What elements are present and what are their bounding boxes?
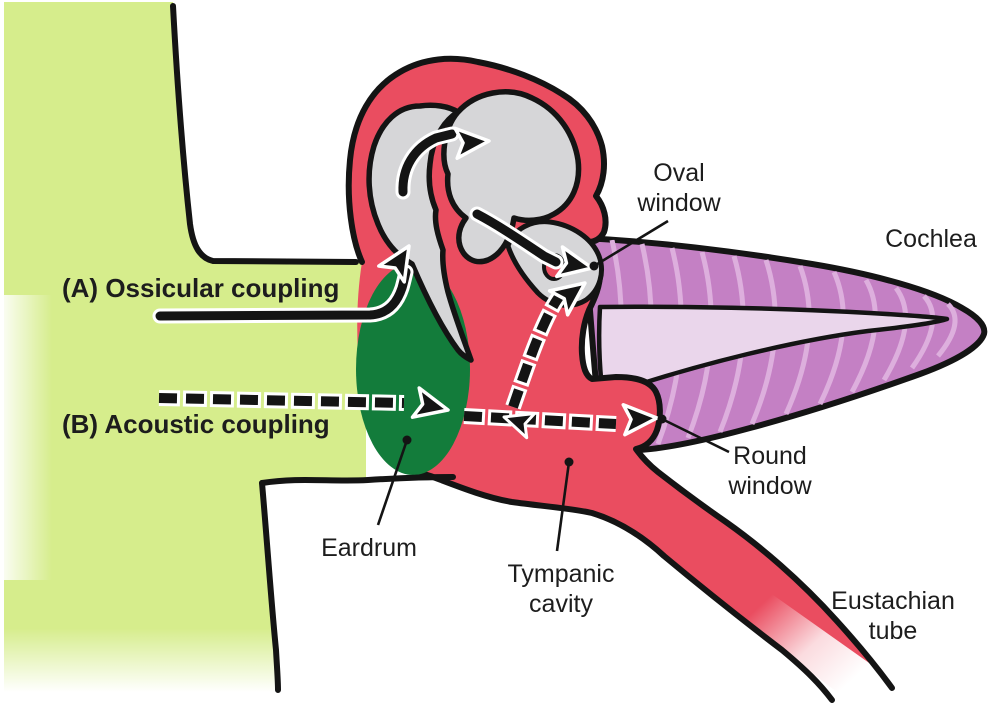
leader-lines [376, 219, 730, 552]
eardrum-leader [376, 439, 409, 526]
middle-ear-outline-lower [395, 465, 835, 703]
label-acoustic-coupling: (B) Acoustic coupling [62, 409, 330, 439]
ossicular-coupling-arrows [152, 126, 594, 324]
acoustic-coupling-arrows [158, 281, 659, 440]
label-eustachian-tube: Eustachian tube [831, 587, 955, 645]
eardrum-dot [402, 435, 412, 445]
label-eardrum: Eardrum [321, 534, 417, 562]
tympanic-cavity-dot [564, 457, 574, 467]
label-tympanic-cavity: Tympanic cavity [507, 560, 615, 618]
oval-window-leader [593, 219, 669, 268]
canal-upper-boundary [170, 3, 359, 265]
arrow-oval-window-dashed-shaft [508, 289, 566, 409]
arrow-stapes-head [554, 245, 594, 279]
eardrum-shape [356, 263, 470, 475]
label-round-window: Round window [728, 442, 812, 500]
arrow-malleus-head [453, 126, 491, 161]
malleus-shape [366, 102, 474, 363]
arrow-b-shaft [158, 393, 405, 408]
arrow-junction-head [502, 412, 537, 440]
canal-lower-left-boundary [259, 480, 281, 693]
arrow-round-window-head [621, 402, 659, 437]
arrow-malleus-head-shaft [398, 129, 457, 197]
arrow-b-head [410, 386, 450, 419]
label-ossicular-coupling: (A) Ossicular coupling [62, 273, 340, 303]
ear-canal-region [4, 2, 366, 695]
canal-left-fade [0, 295, 52, 580]
round-window-dot [657, 414, 667, 424]
canal-lower-boundary [259, 474, 456, 486]
oval-window-dot [589, 261, 599, 271]
canal-bottom-fade [0, 625, 300, 715]
arrow-oval-window-dashed-head [547, 281, 587, 317]
label-cochlea: Cochlea [885, 225, 977, 253]
arrow-a-head [377, 244, 411, 284]
tympanic-cavity-leader [555, 461, 571, 552]
round-window-leader [661, 417, 730, 454]
label-oval-window: Oval window [637, 159, 721, 217]
arrow-stapes-shaft [472, 209, 561, 267]
